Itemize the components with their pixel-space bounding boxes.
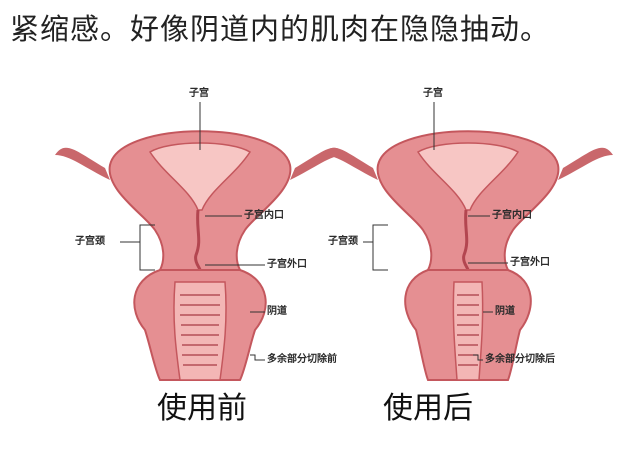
uterine-cavity [148, 142, 252, 211]
cervical-canal [194, 209, 202, 271]
label-vagina: 阴道 [267, 306, 287, 317]
label-uterus: 子宫 [423, 88, 443, 99]
vaginal-rugae [180, 294, 220, 366]
diagram-before: 子宫 子宫内口 子宫颈 子宫外口 阴道 多余部分切除前 [50, 80, 350, 381]
label-excess: 多余部分切除后 [485, 354, 555, 365]
uterus-illustration-before [55, 102, 345, 381]
diagram-after: 子宫 子宫内口 子宫颈 子宫外口 阴道 多余部分切除后 [318, 80, 618, 381]
label-cervix: 子宫颈 [328, 236, 358, 247]
label-internal-os: 子宫内口 [492, 210, 532, 221]
caption-after: 使用后 [383, 391, 473, 426]
uterine-cavity [416, 142, 520, 211]
label-external-os: 子宫外口 [510, 257, 550, 268]
uterus-illustration-after [323, 102, 613, 381]
label-vagina: 阴道 [495, 306, 515, 317]
leader-lines [120, 102, 265, 361]
label-internal-os: 子宫内口 [244, 210, 284, 221]
label-excess: 多余部分切除前 [267, 354, 337, 365]
cervical-canal [462, 209, 470, 271]
left-tube [323, 147, 378, 180]
headline-text: 紧缩感。好像阴道内的肌肉在隐隐抽动。 [10, 12, 551, 46]
right-tube [558, 147, 613, 180]
label-external-os: 子宫外口 [267, 259, 307, 270]
label-uterus: 子宫 [189, 88, 209, 99]
label-cervix: 子宫颈 [75, 236, 105, 247]
left-tube [55, 147, 110, 180]
caption-before: 使用前 [157, 391, 247, 426]
leader-lines [363, 102, 508, 361]
